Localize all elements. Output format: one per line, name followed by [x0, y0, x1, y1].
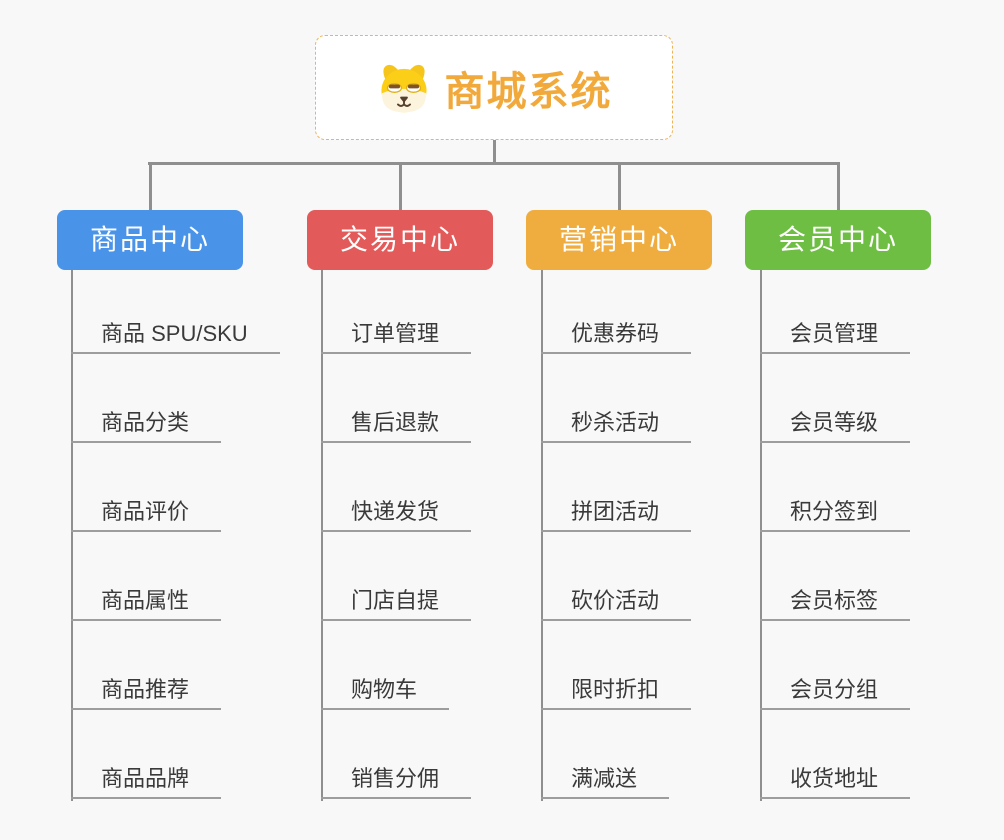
root-node-mall-system[interactable]: 商城系统 — [315, 35, 673, 140]
trunk-line-trade-center — [321, 270, 323, 801]
root-title: 商城系统 — [444, 69, 613, 114]
leaf-node-product-attr[interactable]: 商品属性 — [71, 587, 222, 621]
leaf-node-shopping-cart[interactable]: 购物车 — [321, 676, 450, 710]
leaf-node-group-buy[interactable]: 拼团活动 — [541, 498, 692, 532]
leaf-node-store-pickup[interactable]: 门店自提 — [321, 587, 472, 621]
leaf-node-express-delivery[interactable]: 快递发货 — [321, 498, 472, 532]
leaf-node-member-groups[interactable]: 会员分组 — [760, 676, 911, 710]
leaf-node-after-sale-refund[interactable]: 售后退款 — [321, 409, 472, 443]
branch-node-product-center[interactable]: 商品中心 — [57, 210, 243, 270]
trunk-line-marketing-center — [541, 270, 543, 801]
leaf-node-shipping-address[interactable]: 收货地址 — [760, 765, 911, 799]
trunk-line-member-center — [760, 270, 762, 801]
leaf-node-order-management[interactable]: 订单管理 — [321, 320, 472, 354]
connector-root-stem — [493, 140, 496, 163]
leaf-node-product-spu-sku[interactable]: 商品 SPU/SKU — [71, 320, 280, 354]
leaf-node-spend-save[interactable]: 满减送 — [541, 765, 670, 799]
leaf-node-limited-discount[interactable]: 限时折扣 — [541, 676, 692, 710]
leaf-node-flash-sale[interactable]: 秒杀活动 — [541, 409, 692, 443]
leaf-node-product-brand[interactable]: 商品品牌 — [71, 765, 222, 799]
leaf-node-product-category[interactable]: 商品分类 — [71, 409, 222, 443]
connector-drop-products — [148, 162, 152, 210]
leaf-node-product-review[interactable]: 商品评价 — [71, 498, 222, 532]
leaf-node-sales-commission[interactable]: 销售分佣 — [321, 765, 472, 799]
trunk-line-product-center — [71, 270, 73, 801]
connector-horizontal-bus — [148, 162, 838, 165]
connector-drop-marketing — [617, 162, 621, 210]
leaf-node-member-level[interactable]: 会员等级 — [760, 409, 911, 443]
leaf-node-coupon-code[interactable]: 优惠券码 — [541, 320, 692, 354]
leaf-node-product-recommend[interactable]: 商品推荐 — [71, 676, 222, 710]
connector-drop-trade — [398, 162, 402, 210]
leaf-node-bargain-event[interactable]: 砍价活动 — [541, 587, 692, 621]
leaf-node-member-management[interactable]: 会员管理 — [760, 320, 911, 354]
connector-drop-members — [836, 162, 840, 210]
branch-node-trade-center[interactable]: 交易中心 — [307, 210, 493, 270]
branch-node-member-center[interactable]: 会员中心 — [745, 210, 931, 270]
dog-face-icon — [380, 64, 427, 112]
leaf-node-points-checkin[interactable]: 积分签到 — [760, 498, 911, 532]
leaf-node-member-tags[interactable]: 会员标签 — [760, 587, 911, 621]
branch-node-marketing-center[interactable]: 营销中心 — [526, 210, 712, 270]
